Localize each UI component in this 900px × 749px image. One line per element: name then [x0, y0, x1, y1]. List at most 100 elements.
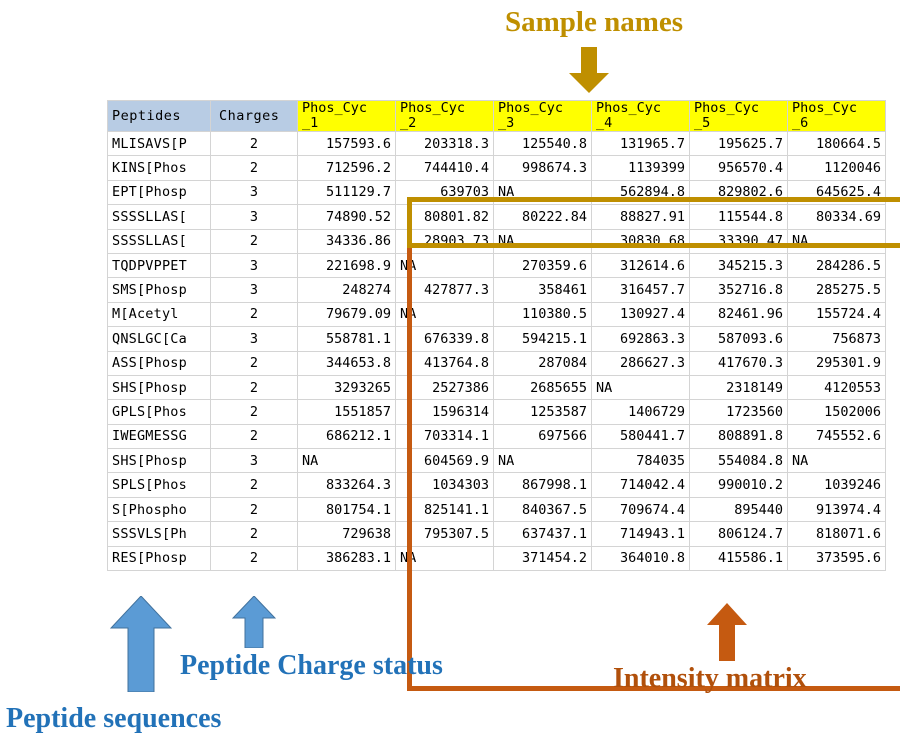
cell-intensity-na[interactable]: NA	[591, 374, 690, 401]
cell-intensity[interactable]: 712596.2	[297, 155, 396, 181]
cell-charge[interactable]: 3	[210, 448, 298, 474]
cell-intensity-na[interactable]: NA	[493, 228, 592, 254]
cell-intensity[interactable]: 373595.6	[787, 545, 886, 572]
cell-peptide[interactable]: GPLS[Phos	[107, 399, 211, 425]
cell-intensity[interactable]: 825141.1	[395, 496, 494, 523]
cell-peptide[interactable]: MLISAVS[P	[107, 130, 211, 157]
column-header-sample-6[interactable]: Phos_Cyc _6	[787, 100, 886, 132]
cell-intensity[interactable]: 1120046	[787, 155, 886, 181]
cell-intensity[interactable]: 364010.8	[591, 545, 690, 572]
cell-intensity[interactable]: 285275.5	[787, 277, 886, 303]
cell-peptide[interactable]: SHS[Phosp	[107, 374, 211, 401]
cell-intensity[interactable]: 913974.4	[787, 496, 886, 523]
cell-intensity[interactable]: 1406729	[591, 399, 690, 425]
cell-charge[interactable]: 2	[210, 496, 298, 523]
cell-intensity[interactable]: 427877.3	[395, 277, 494, 303]
spreadsheet-table-region[interactable]: Peptides Charges Phos_Cyc _1 Phos_Cyc _2…	[107, 100, 900, 691]
cell-intensity-na[interactable]: NA	[297, 448, 396, 474]
cell-peptide[interactable]: KINS[Phos	[107, 155, 211, 181]
cell-peptide[interactable]: SHS[Phosp	[107, 448, 211, 474]
cell-intensity[interactable]: 990010.2	[689, 472, 788, 498]
cell-peptide[interactable]: EPT[Phosp	[107, 179, 211, 206]
cell-intensity[interactable]: 352716.8	[689, 277, 788, 303]
cell-intensity[interactable]: 80222.84	[493, 204, 592, 230]
cell-charge[interactable]: 2	[210, 545, 298, 572]
cell-intensity-na[interactable]: NA	[787, 228, 886, 254]
cell-intensity[interactable]: 1723560	[689, 399, 788, 425]
cell-intensity-na[interactable]: NA	[787, 448, 886, 474]
cell-intensity[interactable]: 74890.52	[297, 204, 396, 230]
cell-intensity[interactable]: 386283.1	[297, 545, 396, 572]
cell-intensity[interactable]: 801754.1	[297, 496, 396, 523]
cell-charge[interactable]: 2	[210, 399, 298, 425]
cell-intensity[interactable]: 676339.8	[395, 326, 494, 352]
cell-intensity[interactable]: 125540.8	[493, 130, 592, 157]
cell-intensity[interactable]: 130927.4	[591, 301, 690, 328]
cell-intensity[interactable]: 604569.9	[395, 448, 494, 474]
cell-charge[interactable]: 2	[210, 130, 298, 157]
cell-peptide[interactable]: S[Phospho	[107, 496, 211, 523]
cell-intensity[interactable]: 1039246	[787, 472, 886, 498]
cell-intensity[interactable]: 1502006	[787, 399, 886, 425]
cell-intensity[interactable]: 867998.1	[493, 472, 592, 498]
cell-intensity[interactable]: 639703	[395, 179, 494, 206]
cell-peptide[interactable]: SPLS[Phos	[107, 472, 211, 498]
cell-intensity-na[interactable]: NA	[395, 545, 494, 572]
cell-intensity[interactable]: 833264.3	[297, 472, 396, 498]
column-header-sample-5[interactable]: Phos_Cyc _5	[689, 100, 788, 132]
cell-intensity[interactable]: 2685655	[493, 374, 592, 401]
cell-intensity[interactable]: 284286.5	[787, 252, 886, 279]
cell-intensity[interactable]: 358461	[493, 277, 592, 303]
cell-intensity[interactable]: 2318149	[689, 374, 788, 401]
cell-peptide[interactable]: SSSSLLAS[	[107, 228, 211, 254]
cell-intensity[interactable]: 203318.3	[395, 130, 494, 157]
column-header-peptides[interactable]: Peptides	[107, 100, 211, 132]
cell-intensity[interactable]: 756873	[787, 326, 886, 352]
cell-charge[interactable]: 3	[210, 204, 298, 230]
cell-intensity[interactable]: 806124.7	[689, 521, 788, 547]
cell-intensity[interactable]: 4120553	[787, 374, 886, 401]
cell-intensity[interactable]: 248274	[297, 277, 396, 303]
cell-intensity[interactable]: 80334.69	[787, 204, 886, 230]
cell-intensity[interactable]: 417670.3	[689, 350, 788, 376]
cell-intensity[interactable]: 270359.6	[493, 252, 592, 279]
column-header-sample-2[interactable]: Phos_Cyc _2	[395, 100, 494, 132]
cell-intensity[interactable]: 594215.1	[493, 326, 592, 352]
cell-intensity[interactable]: 287084	[493, 350, 592, 376]
cell-intensity[interactable]: 286627.3	[591, 350, 690, 376]
cell-intensity-na[interactable]: NA	[395, 252, 494, 279]
cell-charge[interactable]: 2	[210, 521, 298, 547]
cell-intensity[interactable]: 1034303	[395, 472, 494, 498]
cell-intensity[interactable]: 784035	[591, 448, 690, 474]
cell-peptide[interactable]: ASS[Phosp	[107, 350, 211, 376]
cell-intensity[interactable]: 562894.8	[591, 179, 690, 206]
cell-intensity[interactable]: 34336.86	[297, 228, 396, 254]
cell-intensity[interactable]: 195625.7	[689, 130, 788, 157]
cell-intensity[interactable]: 714943.1	[591, 521, 690, 547]
cell-charge[interactable]: 2	[210, 301, 298, 328]
cell-intensity[interactable]: 371454.2	[493, 545, 592, 572]
cell-charge[interactable]: 3	[210, 326, 298, 352]
cell-intensity[interactable]: 415586.1	[689, 545, 788, 572]
cell-intensity[interactable]: 956570.4	[689, 155, 788, 181]
cell-intensity[interactable]: 558781.1	[297, 326, 396, 352]
column-header-charges[interactable]: Charges	[210, 100, 298, 132]
cell-intensity[interactable]: 33390.47	[689, 228, 788, 254]
cell-intensity[interactable]: 131965.7	[591, 130, 690, 157]
cell-intensity[interactable]: 316457.7	[591, 277, 690, 303]
cell-intensity[interactable]: 157593.6	[297, 130, 396, 157]
cell-peptide[interactable]: QNSLGC[Ca	[107, 326, 211, 352]
